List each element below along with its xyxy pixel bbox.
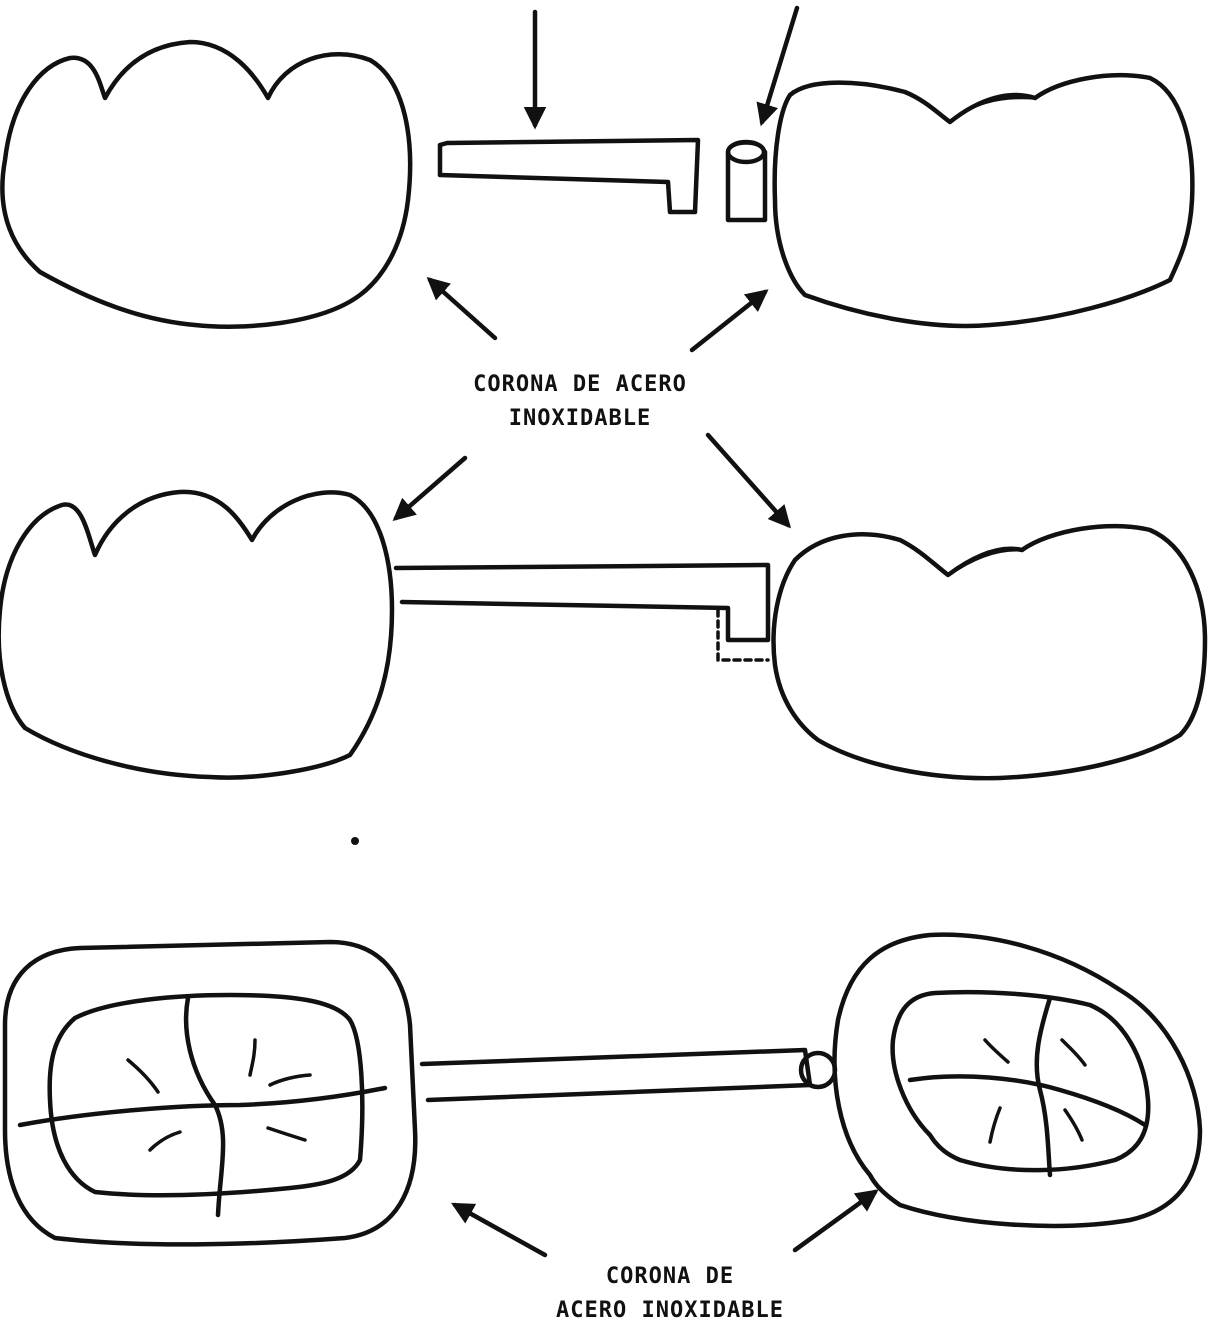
molar-crown-right-top: [775, 75, 1193, 326]
arrow-label-to-left-middle: [396, 458, 465, 518]
band-loop-connector: [440, 140, 698, 212]
label-corona-acero-top: CORONA DE ACERO INOXIDABLE: [420, 368, 740, 436]
occlusal-rest-seat-top: [950, 97, 1035, 122]
label-bottom-line1: CORONA DE: [510, 1260, 830, 1294]
arrow-label-to-right-middle: [708, 435, 788, 525]
molar-crown-left-middle: [0, 492, 392, 778]
rest-cylinder: [728, 142, 765, 220]
arrow-label-to-left-occlusal: [455, 1205, 545, 1255]
molar-crown-right-middle: [774, 526, 1205, 778]
band-loop-assembled: [396, 565, 768, 640]
arrow-label-to-left-top: [430, 280, 495, 338]
molar-crown-left-top: [2, 42, 410, 327]
arrow-label-to-right-occlusal: [795, 1192, 875, 1250]
arrow-down-rest: [762, 8, 797, 122]
fissure-pattern-right: [910, 998, 1145, 1175]
rest-hidden-outline: [718, 610, 768, 660]
arrow-label-to-right-top: [692, 292, 765, 350]
label-bottom-line2: ACERO INOXIDABLE: [510, 1294, 830, 1328]
stray-dot: [351, 837, 359, 845]
label-top-line1: CORONA DE ACERO: [420, 368, 740, 402]
band-loop-occlusal: [422, 1050, 810, 1100]
label-top-line2: INOXIDABLE: [420, 402, 740, 436]
label-corona-acero-bottom: CORONA DE ACERO INOXIDABLE: [510, 1260, 830, 1328]
